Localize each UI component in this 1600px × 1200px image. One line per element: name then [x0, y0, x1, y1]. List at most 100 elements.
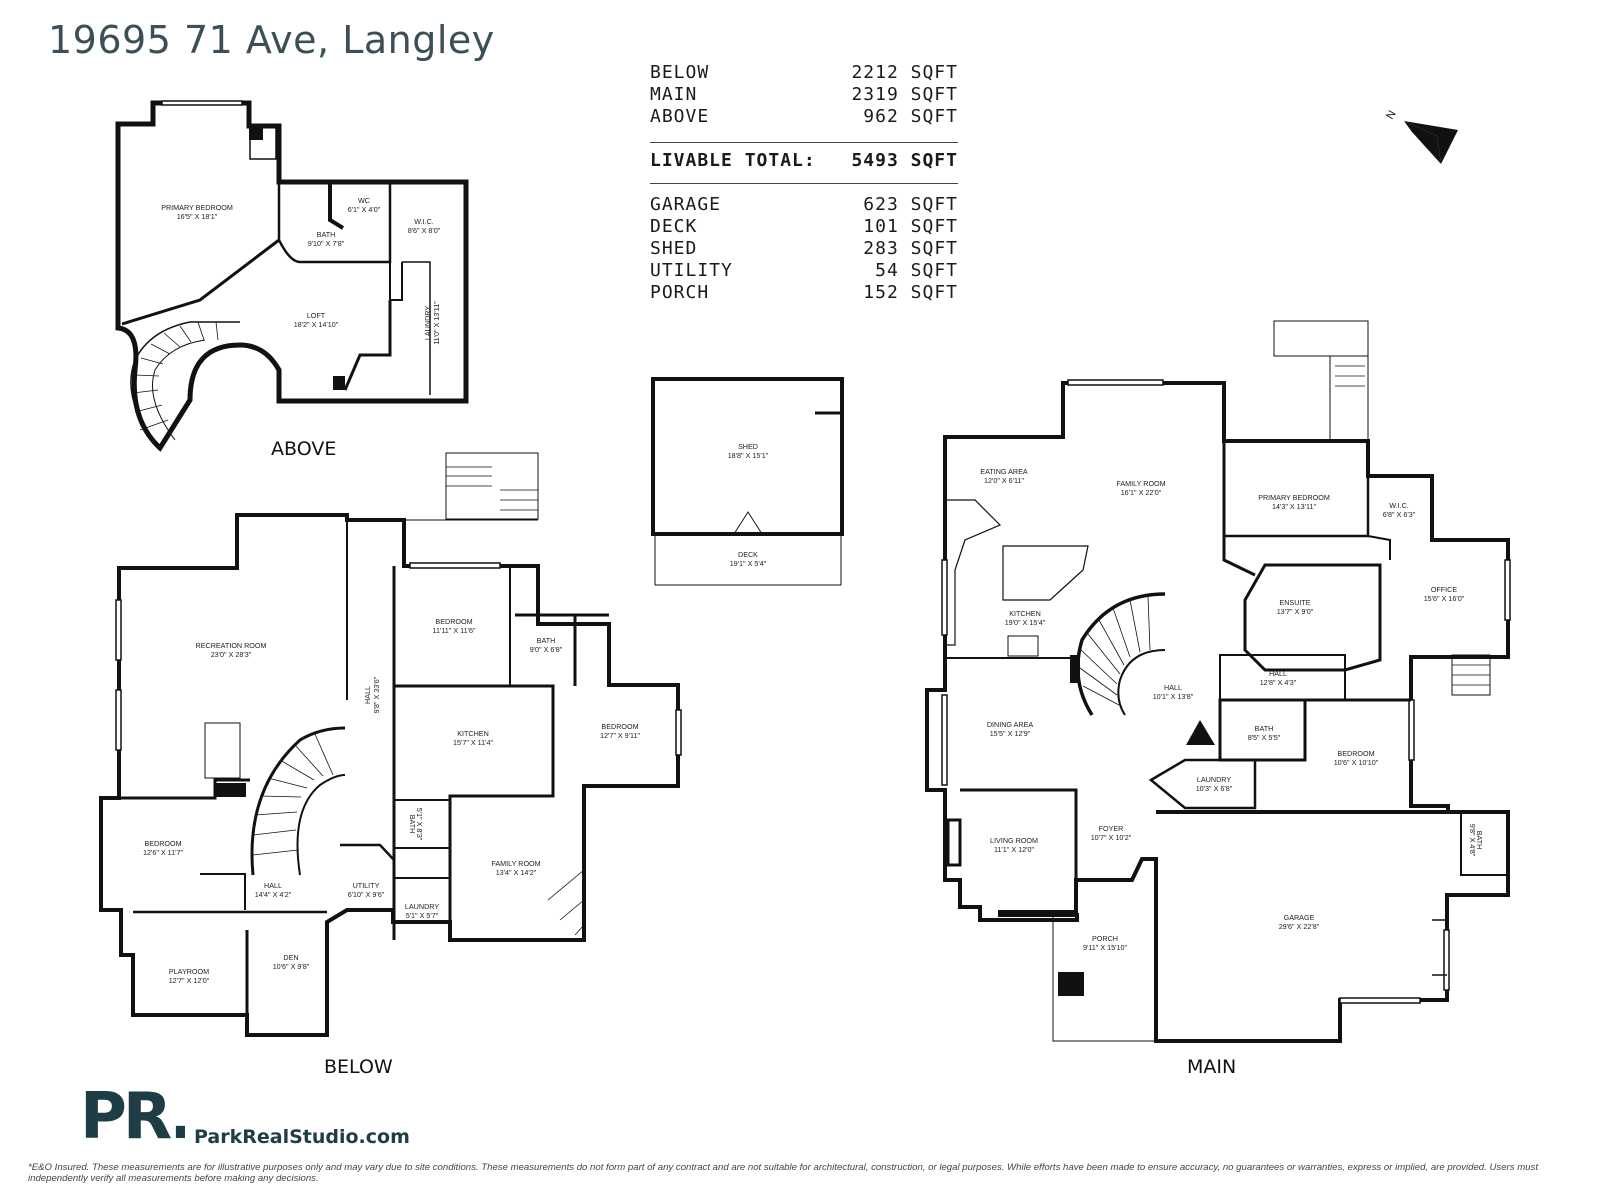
room-label: FAMILY ROOM [491, 859, 540, 868]
floor-plan-above: PRIMARY BEDROOM 16'5" X 18'1" WC 6'1" X … [115, 100, 469, 452]
room-label: BEDROOM [601, 722, 638, 731]
room-dims: 11'11" X 11'6" [432, 626, 475, 635]
area-label: DECK [650, 216, 698, 237]
logo-text: ParkRealStudio.com [194, 1126, 410, 1148]
livable-total-row: LIVABLE TOTAL: 5493 SQFT [650, 150, 958, 171]
room-label: OFFICE [1431, 585, 1458, 594]
room-dims: 10'6" X 10'10" [1334, 758, 1379, 767]
room-dims: 12'6" X 11'7" [143, 848, 184, 857]
north-arrow-icon: N [1384, 109, 1458, 164]
room-label: HALL [264, 881, 282, 890]
area-label: MAIN [650, 84, 698, 105]
room-label: PRIMARY BEDROOM [161, 203, 233, 212]
area-row-main: MAIN 2319 SQFT [650, 84, 958, 105]
room-dims: 9'10" X 7'8" [308, 239, 345, 248]
area-row-garage: GARAGE 623 SQFT [650, 194, 958, 215]
area-label: BELOW [650, 62, 710, 83]
area-row-shed: SHED 283 SQFT [650, 238, 958, 259]
room-label: EATING AREA [980, 467, 1028, 476]
room-label: LAUNDRY [423, 306, 432, 340]
room-label: HALL [1164, 683, 1182, 692]
area-value: 54 SQFT [875, 260, 958, 281]
disclaimer: *E&O Insured. These measurements are for… [28, 1162, 1538, 1184]
room-label: BEDROOM [1337, 749, 1374, 758]
floor-plan-below: RECREATION ROOM 23'0" X 28'3" HALL 9'8" … [99, 452, 682, 1037]
area-label: ABOVE [650, 106, 710, 127]
room-label: LAUNDRY [1197, 775, 1231, 784]
room-dims: 5'1" X 5'7" [406, 911, 439, 920]
room-dims: 15'5" X 12'9" [990, 729, 1031, 738]
room-label: KITCHEN [457, 729, 489, 738]
room-label: BATH [537, 636, 556, 645]
room-dims: 14'3" X 13'11" [1272, 502, 1317, 511]
room-label: BEDROOM [435, 617, 472, 626]
room-label: DEN [283, 953, 298, 962]
room-label: FAMILY ROOM [1116, 479, 1165, 488]
area-label: UTILITY [650, 260, 733, 281]
area-row-utility: UTILITY 54 SQFT [650, 260, 958, 281]
area-label: LIVABLE TOTAL: [650, 150, 816, 171]
room-label: WC [358, 196, 370, 205]
room-dims: 13'7" X 9'0" [1277, 607, 1314, 616]
room-dims: 12'0" X 6'11" [984, 476, 1025, 485]
room-dims: 19'0" X 15'4" [1005, 618, 1046, 627]
room-label: BATH [408, 815, 417, 834]
room-dims: 11'0" X 13'11" [432, 301, 441, 345]
room-dims: 6'1" X 4'0" [348, 205, 381, 214]
room-label: BEDROOM [144, 839, 181, 848]
floor-plan-shed: SHED 18'8" X 15'1" DECK 19'1" X 5'4" [651, 377, 844, 586]
room-dims: 10'7" X 10'2" [1091, 833, 1132, 842]
room-dims: 15'7" X 11'4" [453, 738, 494, 747]
area-label: GARAGE [650, 194, 722, 215]
area-value: 2212 SQFT [851, 62, 958, 83]
area-label: PORCH [650, 282, 710, 303]
area-label: SHED [650, 238, 698, 259]
room-label: SHED [738, 442, 758, 451]
area-row-above: ABOVE 962 SQFT [650, 106, 958, 127]
room-dims: 6'10" X 9'6" [348, 890, 385, 899]
area-row-below: BELOW 2212 SQFT [650, 62, 958, 83]
room-dims: 18'8" X 15'1" [728, 451, 769, 460]
room-label: BATH [317, 230, 336, 239]
north-label: N [1384, 109, 1398, 122]
room-label: PORCH [1092, 934, 1118, 943]
room-dims: 9'8" X 4'8" [1468, 824, 1477, 857]
company-logo: PR. [80, 1080, 185, 1143]
floor-plan-main: EATING AREA 12'0" X 6'11" FAMILY ROOM 16… [925, 320, 1511, 1043]
room-label: LAUNDRY [405, 902, 439, 911]
room-label: HALL [363, 686, 372, 704]
room-label: LIVING ROOM [990, 836, 1038, 845]
area-value: 623 SQFT [863, 194, 958, 215]
area-value: 283 SQFT [863, 238, 958, 259]
room-dims: 14'4" X 4'2" [255, 890, 292, 899]
room-dims: 10'6" X 9'8" [273, 962, 310, 971]
room-dims: 13'4" X 14'2" [496, 868, 537, 877]
floor-label-above: ABOVE [271, 438, 337, 460]
area-value: 2319 SQFT [851, 84, 958, 105]
room-label: KITCHEN [1009, 609, 1041, 618]
room-label: W.I.C. [1389, 501, 1409, 510]
room-label: BATH [1255, 724, 1274, 733]
room-dims: 15'6" X 16'0" [1424, 594, 1465, 603]
area-value: 962 SQFT [863, 106, 958, 127]
room-dims: 9'8" X 33'6" [372, 676, 381, 713]
room-dims: 18'2" X 14'10" [294, 320, 339, 329]
room-label: ENSUITE [1279, 598, 1310, 607]
room-dims: 12'8" X 4'3" [1260, 678, 1297, 687]
divider [650, 183, 958, 184]
room-dims: 16'5" X 18'1" [177, 212, 218, 221]
room-dims: 29'6" X 22'8" [1279, 922, 1320, 931]
floor-label-main: MAIN [1187, 1056, 1237, 1078]
room-dims: 8'6" X 8'0" [408, 226, 441, 235]
area-row-porch: PORCH 152 SQFT [650, 282, 958, 303]
room-label: DINING AREA [987, 720, 1034, 729]
room-label: FOYER [1099, 824, 1124, 833]
room-label: GARAGE [1284, 913, 1315, 922]
divider [650, 142, 958, 143]
area-value: 101 SQFT [863, 216, 958, 237]
room-dims: 10'3" X 6'8" [1196, 784, 1233, 793]
room-dims: 9'0" X 6'8" [530, 645, 563, 654]
room-label: LOFT [307, 311, 326, 320]
floor-label-below: BELOW [324, 1056, 393, 1078]
